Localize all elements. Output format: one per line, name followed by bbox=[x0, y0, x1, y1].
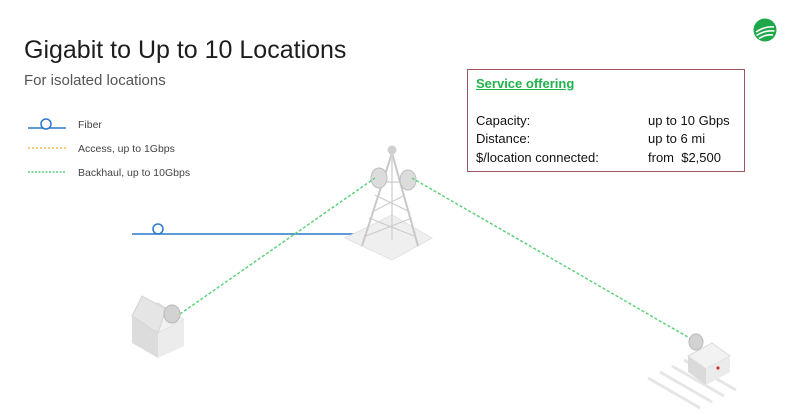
page-subtitle: For isolated locations bbox=[24, 72, 166, 89]
dish-icon bbox=[163, 304, 181, 324]
dish-icon bbox=[688, 333, 704, 351]
service-row-label: $/location connected: bbox=[476, 150, 599, 165]
legend-backhaul-line bbox=[28, 171, 66, 173]
service-row-value: up to 6 mi bbox=[648, 131, 706, 146]
legend-label-fiber: Fiber bbox=[78, 119, 102, 131]
building-icon bbox=[130, 295, 186, 358]
legend-fiber-line bbox=[28, 118, 66, 130]
brand-logo-icon bbox=[753, 18, 777, 42]
service-offering-box: Service offering Capacity: up to 10 Gbps… bbox=[467, 69, 745, 172]
service-row-value: from $2,500 bbox=[648, 150, 721, 165]
backhaul-links bbox=[179, 177, 694, 341]
service-row-label: Distance: bbox=[476, 131, 531, 146]
page-title: Gigabit to Up to 10 Locations bbox=[24, 36, 347, 64]
legend-label-backhaul: Backhaul, up to 10Gbps bbox=[78, 167, 191, 179]
service-row-price: $/location connected: from $2,500 bbox=[476, 150, 738, 165]
legend-label-access: Access, up to 1Gbps bbox=[78, 143, 175, 155]
service-row-distance: Distance: up to 6 mi bbox=[476, 131, 738, 146]
service-row-capacity: Capacity: up to 10 Gbps bbox=[476, 113, 738, 128]
service-offering-heading: Service offering bbox=[476, 76, 575, 91]
service-row-label: Capacity: bbox=[476, 113, 531, 128]
tower-icon bbox=[343, 145, 434, 261]
service-row-value: up to 10 Gbps bbox=[648, 113, 730, 128]
fiber-connection bbox=[132, 223, 360, 235]
remote-site-icon bbox=[647, 333, 737, 410]
